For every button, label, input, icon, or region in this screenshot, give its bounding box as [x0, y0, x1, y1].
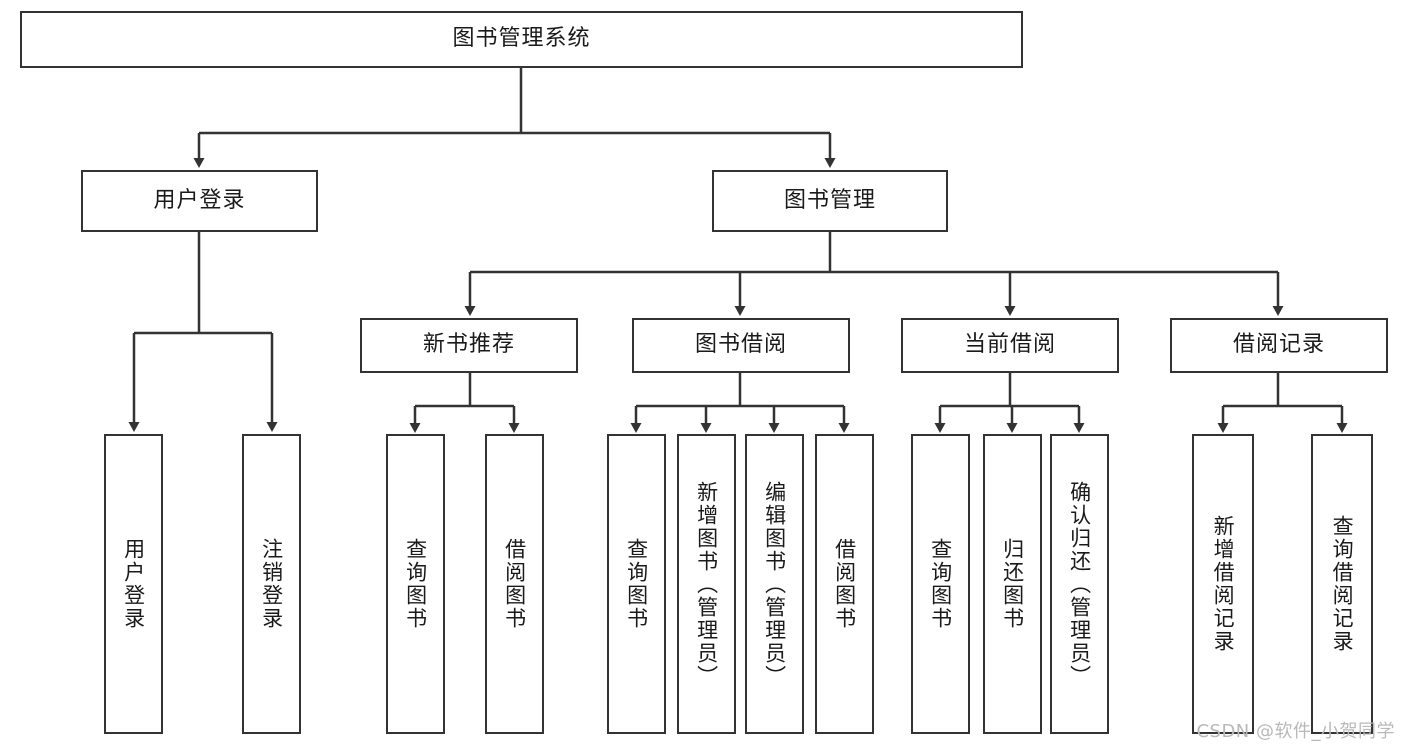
node-book-borrow[interactable]: 图书借阅: [632, 318, 850, 373]
node-new-book-rec-label: 新书推荐: [422, 332, 515, 358]
node-leaf-query-book-borrow-label: 查询图书: [624, 538, 649, 630]
node-leaf-return-book[interactable]: 归还图书: [983, 434, 1042, 734]
node-leaf-borrow-book-rec-label: 借阅图书: [502, 538, 527, 630]
node-new-book-rec[interactable]: 新书推荐: [360, 318, 578, 373]
node-borrow-record-label: 借阅记录: [1232, 332, 1325, 358]
node-current-borrow[interactable]: 当前借阅: [901, 318, 1119, 373]
node-leaf-add-record-label: 新增借阅记录: [1211, 515, 1236, 653]
node-user-login-label: 用户登录: [153, 187, 246, 213]
node-book-manage-label: 图书管理: [783, 187, 876, 213]
node-leaf-confirm-return-label: 确认归还（管理员）: [1067, 480, 1092, 688]
node-leaf-add-record[interactable]: 新增借阅记录: [1192, 434, 1254, 734]
node-leaf-query-book-borrow[interactable]: 查询图书: [607, 434, 666, 734]
node-leaf-borrow-book-rec[interactable]: 借阅图书: [485, 434, 544, 734]
node-book-borrow-label: 图书借阅: [694, 332, 787, 358]
node-leaf-query-book-cur[interactable]: 查询图书: [911, 434, 970, 734]
node-leaf-confirm-return[interactable]: 确认归还（管理员）: [1050, 434, 1109, 734]
node-leaf-user-login[interactable]: 用户登录: [104, 434, 163, 734]
node-root[interactable]: 图书管理系统: [20, 11, 1023, 68]
node-current-borrow-label: 当前借阅: [963, 332, 1056, 358]
node-leaf-query-book-cur-label: 查询图书: [928, 538, 953, 630]
csdn-watermark: CSDN @软件_小贺同学: [1196, 721, 1395, 742]
node-leaf-borrow-book-label: 借阅图书: [832, 538, 857, 630]
node-leaf-query-record-label: 查询借阅记录: [1330, 515, 1355, 653]
node-leaf-add-book-label: 新增图书（管理员）: [694, 480, 719, 688]
node-leaf-edit-book[interactable]: 编辑图书（管理员）: [745, 434, 804, 734]
node-leaf-add-book[interactable]: 新增图书（管理员）: [677, 434, 736, 734]
node-user-login[interactable]: 用户登录: [81, 170, 318, 232]
node-leaf-user-login-label: 用户登录: [121, 538, 146, 630]
node-leaf-query-book-rec[interactable]: 查询图书: [386, 434, 445, 734]
node-leaf-query-record[interactable]: 查询借阅记录: [1311, 434, 1373, 734]
node-leaf-user-logout[interactable]: 注销登录: [242, 434, 301, 734]
node-leaf-query-book-rec-label: 查询图书: [403, 538, 428, 630]
node-leaf-return-book-label: 归还图书: [1000, 538, 1025, 630]
node-leaf-user-logout-label: 注销登录: [259, 538, 284, 630]
node-leaf-borrow-book[interactable]: 借阅图书: [815, 434, 874, 734]
node-borrow-record[interactable]: 借阅记录: [1170, 318, 1388, 373]
node-leaf-edit-book-label: 编辑图书（管理员）: [762, 480, 787, 688]
node-book-manage[interactable]: 图书管理: [712, 170, 948, 232]
node-root-label: 图书管理系统: [452, 26, 591, 52]
